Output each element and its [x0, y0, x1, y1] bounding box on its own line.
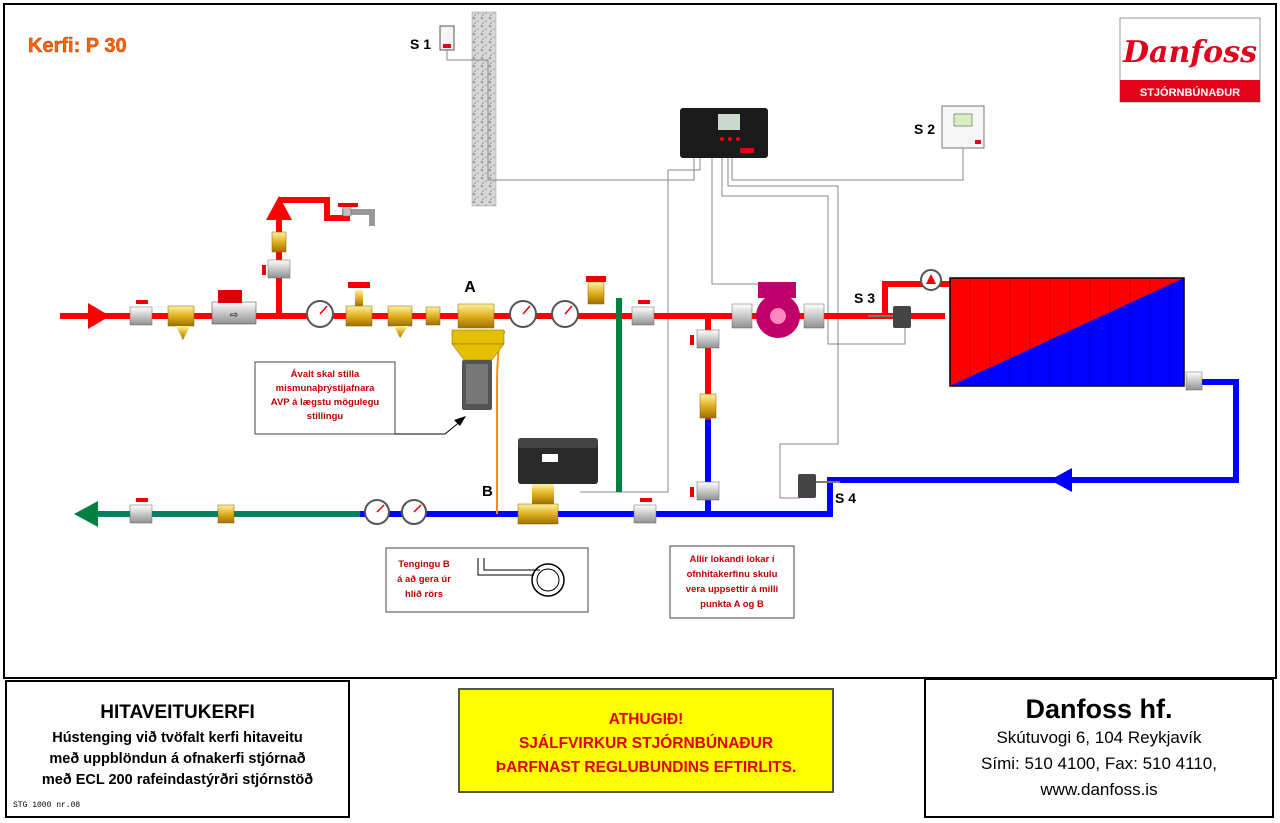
svg-text:ofnhitakerfinu skulu: ofnhitakerfinu skulu	[687, 569, 778, 580]
svg-text:mismunaþrýstijafnara: mismunaþrýstijafnara	[276, 383, 375, 394]
fitting-icon	[271, 231, 287, 253]
globe-valve-icon	[345, 282, 373, 327]
warning-line: ÞARFNAST REGLUBUNDINS EFTIRLITS.	[495, 759, 797, 776]
drawing-code: STG 1000 nr.08	[13, 801, 81, 810]
svg-text:stillingu: stillingu	[307, 411, 344, 422]
heat-meter-icon: ⇨	[211, 290, 257, 325]
sensor-label-s4: S 4	[835, 490, 856, 506]
motorized-control-valve	[517, 438, 598, 525]
danfoss-logo: Danfoss STJÓRNBÚNAÐUR	[1119, 17, 1261, 103]
system-line: Hústenging við tvöfalt kerfi hitaveitu	[52, 730, 303, 746]
pressure-gauge-icon	[509, 300, 537, 328]
point-label-a: A	[464, 279, 476, 296]
svg-text:⇨: ⇨	[230, 310, 238, 321]
sensor-label-s1: S 1	[410, 36, 431, 52]
sensor-wires	[446, 50, 964, 499]
ball-valve-icon	[690, 481, 720, 501]
return-flow-arrow-icon	[1050, 468, 1072, 492]
company-info: Danfoss hf. Skútuvogi 6, 104 Reykjavík S…	[924, 678, 1274, 818]
company-website: www.danfoss.is	[1040, 780, 1158, 799]
note-valves: Allir lokandi lokar í ofnhitakerfinu sku…	[669, 545, 795, 619]
warning-line: ATHUGIÐ!	[608, 711, 684, 728]
svg-text:Ávalt skal stilla: Ávalt skal stilla	[291, 369, 360, 380]
note-connection-b: Tengingu B á að gera úr hlið rörs	[385, 547, 589, 613]
logo-brand: Danfoss	[1122, 35, 1257, 70]
system-code: Kerfi: P 30	[28, 35, 127, 57]
company-phone: Sími: 510 4100, Fax: 510 4110,	[981, 754, 1217, 773]
svg-text:hlið rörs: hlið rörs	[405, 589, 443, 600]
system-line: með uppblöndun á ofnakerfi stjórnað	[49, 751, 306, 767]
fitting-icon	[425, 306, 441, 326]
temperature-gauge-icon	[401, 499, 427, 525]
fitting-icon	[217, 504, 235, 524]
sensor-label-s2: S 2	[914, 121, 935, 137]
warning-line: SJÁLFVIRKUR STJÓRNBÚNAÐUR	[518, 735, 774, 752]
pressure-gauge-icon	[306, 300, 334, 328]
room-sensor-s2-icon	[941, 105, 985, 149]
company-name: Danfoss hf.	[1025, 694, 1173, 724]
svg-text:Allir lokandi lokar í: Allir lokandi lokar í	[690, 554, 775, 565]
wall	[471, 11, 497, 207]
radiator	[949, 277, 1203, 391]
ball-valve-icon	[690, 329, 720, 349]
note-avp: Ávalt skal stilla mismunaþrýstijafnara A…	[254, 361, 466, 435]
company-address: Skútuvogi 6, 104 Reykjavík	[996, 728, 1202, 747]
ecl-controller	[680, 108, 768, 158]
svg-text:AVP á lægstu mögulegu: AVP á lægstu mögulegu	[271, 397, 380, 408]
logo-subtitle: STJÓRNBÚNAÐUR	[1140, 86, 1240, 99]
svg-text:á að gera úr: á að gera úr	[397, 574, 451, 585]
ball-valve-icon	[129, 498, 153, 524]
sensor-label-s3: S 3	[854, 290, 875, 306]
supply-sensor-s3-icon	[868, 306, 911, 328]
svg-text:Tengingu B: Tengingu B	[398, 559, 450, 570]
warning-box: ATHUGIÐ! SJÁLFVIRKUR STJÓRNBÚNAÐUR ÞARFN…	[458, 688, 834, 793]
ball-valve-icon	[129, 300, 153, 326]
system-line: með ECL 200 rafeindastýrðri stjórnstöð	[41, 772, 314, 788]
thermometer-icon	[920, 269, 942, 291]
svg-text:punkta A og B: punkta A og B	[700, 599, 764, 610]
safety-valve-icon	[586, 276, 606, 305]
return-sensor-s4-icon	[798, 474, 840, 498]
avp-pressure-regulator	[451, 303, 505, 410]
strainer-icon	[167, 305, 195, 340]
svg-text:vera uppsettir á milli: vera uppsettir á milli	[686, 584, 778, 595]
outlet-arrow-icon	[74, 501, 98, 527]
system-title: HITAVEITUKERFI	[100, 702, 255, 723]
outdoor-sensor-s1-icon	[439, 25, 455, 51]
pressure-gauge-icon	[364, 499, 390, 525]
ball-valve-icon	[633, 498, 657, 524]
supply-inlet-arrow-icon	[88, 303, 110, 329]
strainer-icon	[387, 305, 413, 338]
temperature-gauge-icon	[551, 300, 579, 328]
system-description: HITAVEITUKERFI Hústenging við tvöfalt ke…	[5, 680, 350, 818]
point-label-b: B	[482, 483, 493, 500]
circulation-pump-icon	[731, 282, 825, 338]
ball-valve-icon	[262, 259, 291, 279]
ball-valve-icon	[631, 300, 655, 326]
diagram-frame	[3, 3, 1277, 679]
check-valve-icon	[699, 393, 717, 419]
